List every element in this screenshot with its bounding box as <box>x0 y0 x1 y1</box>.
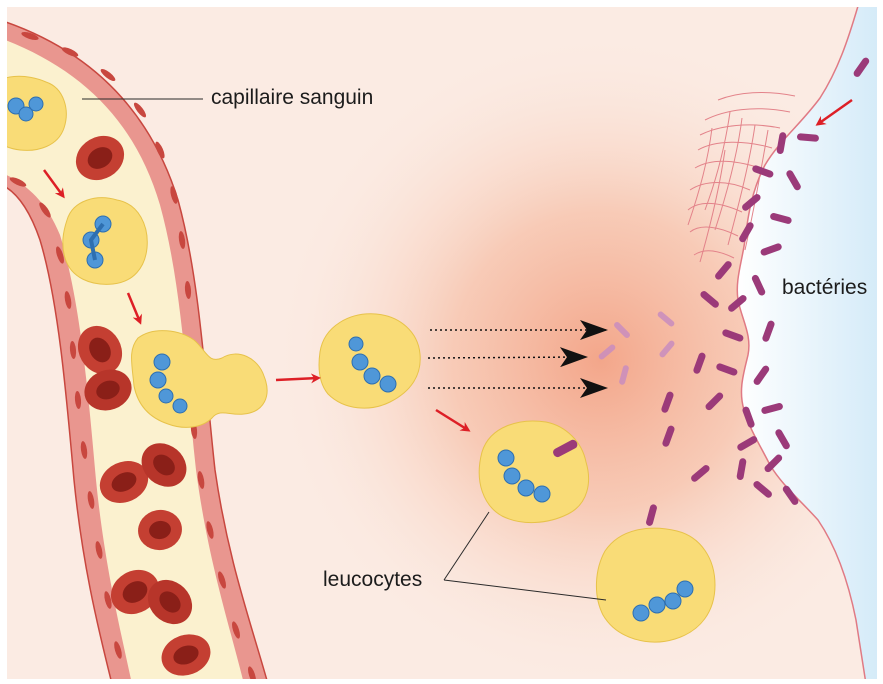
bacteria-label: bactéries <box>782 277 867 298</box>
leucocytes-label: leucocytes <box>323 569 422 590</box>
leucocyte-icon <box>479 421 588 523</box>
leucocyte-icon <box>596 528 715 642</box>
leucocyte-icon <box>63 198 147 285</box>
capillary-label: capillaire sanguin <box>211 87 373 108</box>
